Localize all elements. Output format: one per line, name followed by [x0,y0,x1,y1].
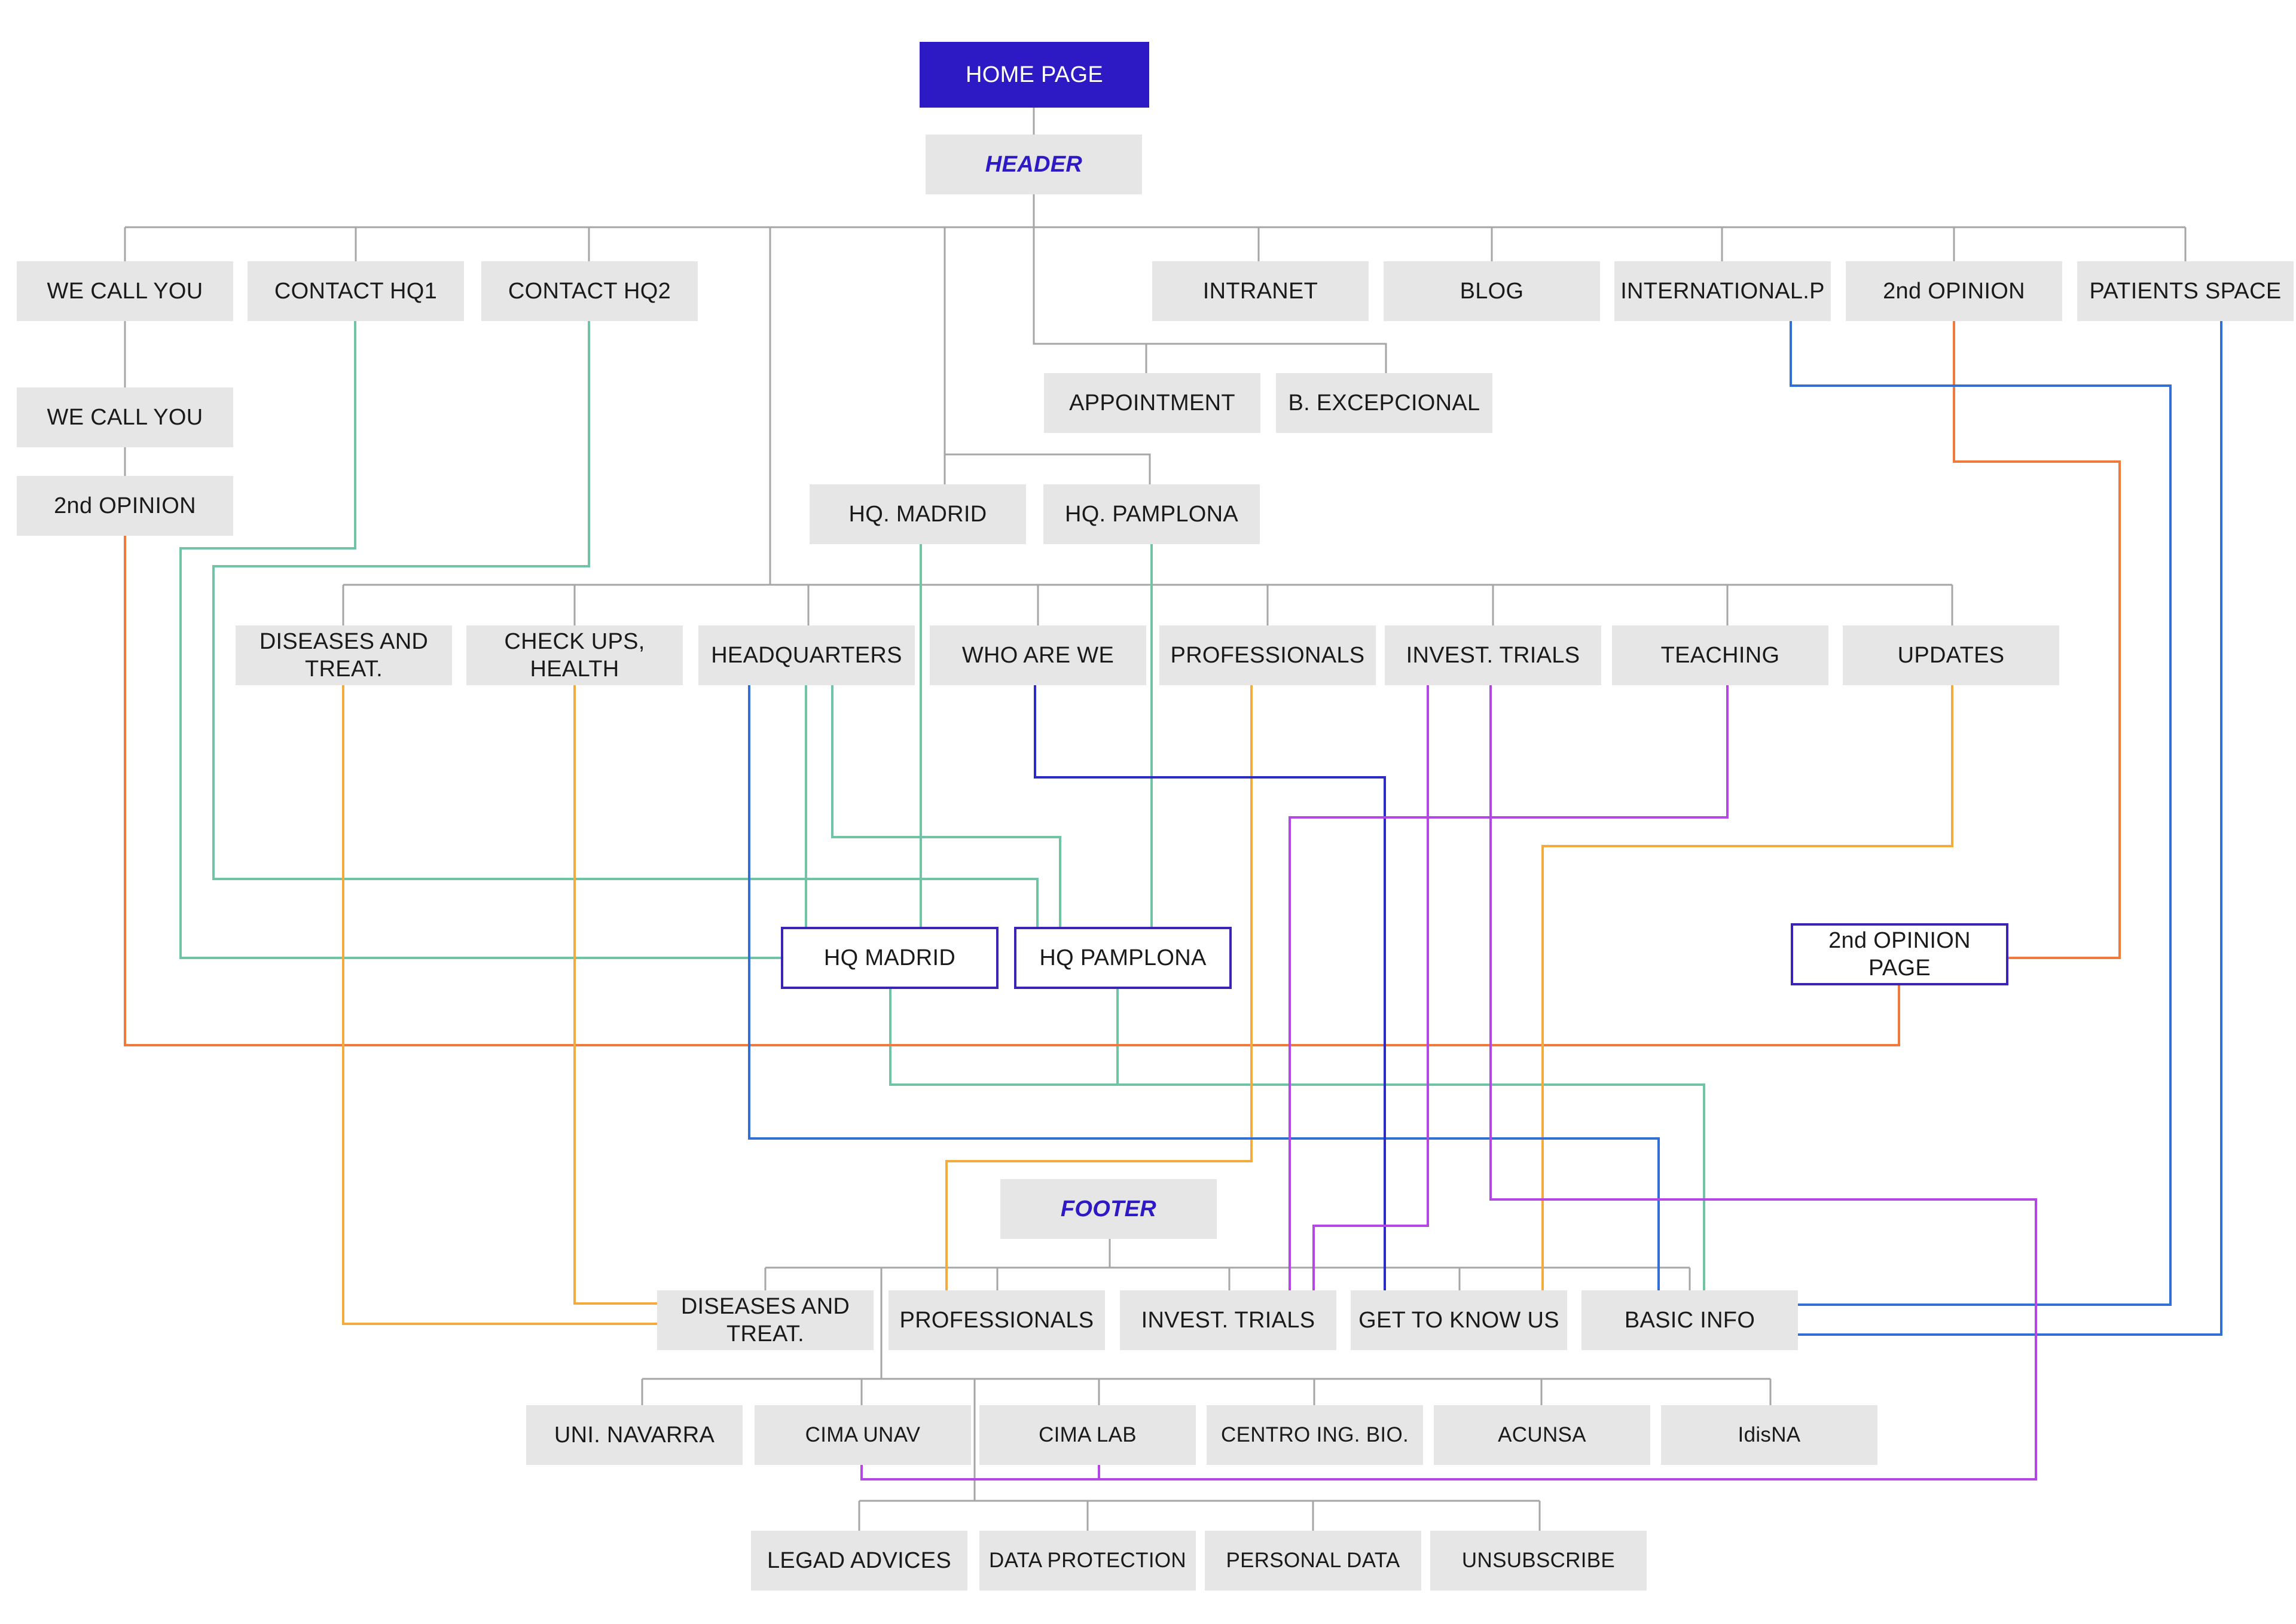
link-headquarters-pamplona [831,685,1061,927]
hq-pamplona-page-node: HQ PAMPLONA [1014,927,1232,989]
updates-node: UPDATES [1843,625,2059,685]
uni-navarra-node: UNI. NAVARRA [526,1405,743,1465]
intranet-node: INTRANET [1152,261,1369,321]
we-call-you-node: WE CALL YOU [17,261,233,321]
headquarters-node: HEADQUARTERS [698,625,915,685]
who-are-we-node: WHO ARE WE [930,625,1146,685]
link-teaching [1289,685,1729,1290]
acunsa-node: ACUNSA [1434,1405,1650,1465]
footer-invest-trials-node: INVEST. TRIALS [1120,1290,1336,1350]
professionals-node: PROFESSIONALS [1159,625,1376,685]
hq-pamplona-menu-node: HQ. PAMPLONA [1043,484,1260,544]
b-excepcional-node: B. EXCEPCIONAL [1276,373,1492,433]
tree-header-appointment [1033,227,1387,373]
personal-data-node: PERSONAL DATA [1205,1531,1421,1591]
contact-hq1-node: CONTACT HQ1 [248,261,464,321]
hq-madrid-menu-node: HQ. MADRID [810,484,1026,544]
cima-unav-node: CIMA UNAV [755,1405,971,1465]
unsubscribe-node: UNSUBSCRIBE [1430,1531,1647,1591]
header-node: HEADER [926,135,1142,194]
link-contact-hq1 [179,321,781,959]
link-patients-basic [1798,321,2222,1336]
link-invest-trials-1 [1312,685,1429,1290]
second-opinion-node: 2nd OPINION [1846,261,2062,321]
cima-lab-node: CIMA LAB [979,1405,1196,1465]
link-diseases-footer [342,685,657,1325]
teaching-node: TEACHING [1612,625,1828,685]
international-node: INTERNATIONAL.P [1614,261,1831,321]
diseases-node: DISEASES AND TREAT. [236,625,452,685]
footer-node: FOOTER [1000,1179,1217,1239]
link-updates-footer [1541,685,1953,1290]
second-opinion-page-node: 2nd OPINION PAGE [1791,923,2008,985]
appointment-node: APPOINTMENT [1044,373,1260,433]
link-who-are-we [1034,685,1386,1290]
we-call-you-sub-node: WE CALL YOU [17,387,233,447]
link-invest-trials-2 [860,685,2037,1480]
link-international-basic [1790,321,2172,1306]
tree-hq-menu [944,227,1151,484]
footer-basic-info-node: BASIC INFO [1581,1290,1798,1350]
link-second-opinion-page [1953,321,2121,959]
blog-node: BLOG [1384,261,1600,321]
legal-advices-node: LEGAD ADVICES [751,1531,967,1591]
footer-professionals-node: PROFESSIONALS [889,1290,1105,1350]
home-page-node: HOME PAGE [920,42,1149,108]
centro-ing-bio-node: CENTRO ING. BIO. [1207,1405,1423,1465]
link-second-opinion-sub [124,536,1900,1046]
checkups-node: CHECK UPS, HEALTH [466,625,683,685]
invest-trials-node: INVEST. TRIALS [1385,625,1601,685]
contact-hq2-node: CONTACT HQ2 [481,261,698,321]
footer-diseases-node: DISEASES AND TREAT. [657,1290,874,1350]
hq-madrid-page-node: HQ MADRID [781,927,999,989]
idisna-node: IdisNA [1661,1405,1877,1465]
patients-space-node: PATIENTS SPACE [2077,261,2294,321]
link-hq-pages-basic-info [889,989,1705,1290]
footer-get-to-know-node: GET TO KNOW US [1351,1290,1567,1350]
link-professionals-footer [945,685,1253,1290]
second-opinion-sub-node: 2nd OPINION [17,476,233,536]
link-headquarters-basic [748,685,1660,1290]
link-checkups-footer [573,685,657,1305]
link-contact-hq2 [212,321,1039,927]
data-protection-node: DATA PROTECTION [979,1531,1196,1591]
